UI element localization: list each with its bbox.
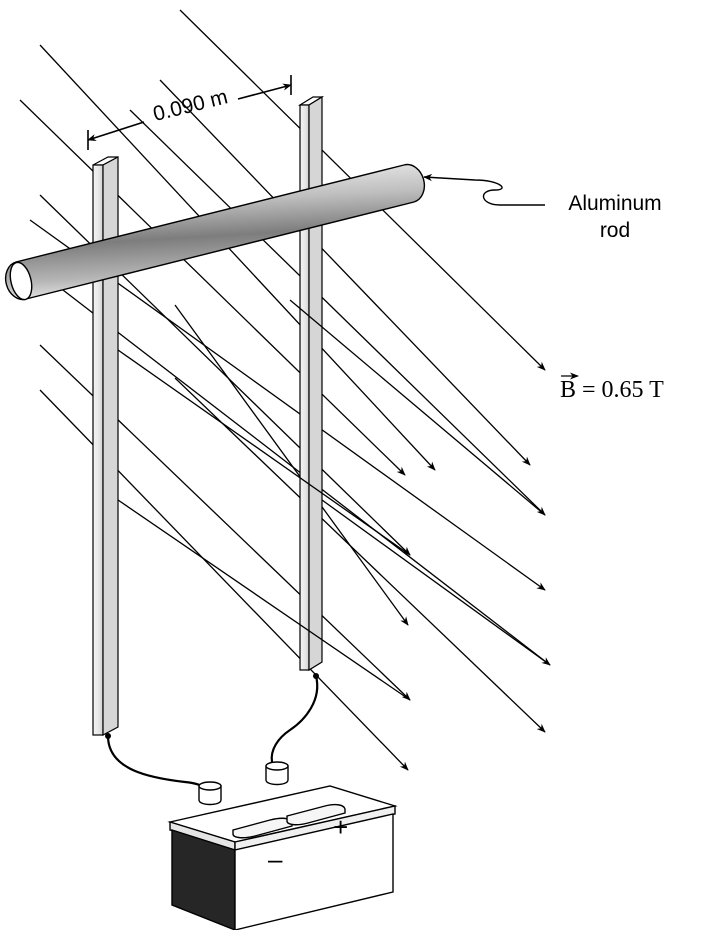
field-symbol: B (560, 377, 576, 403)
field-line (129, 109, 546, 516)
field-line (289, 299, 546, 516)
left-contact (105, 733, 111, 739)
rod-label-line1: Aluminum (568, 192, 661, 215)
svg-text:B = 0.65 T: B = 0.65 T (560, 377, 664, 403)
distance-dimension (87, 75, 292, 150)
right-contact (313, 673, 319, 679)
field-line (321, 499, 551, 666)
right-rail (297, 95, 325, 672)
field-line (19, 99, 406, 476)
field-line (174, 377, 546, 733)
field-label: B = 0.65 T (560, 372, 664, 403)
field-value: = 0.65 T (576, 377, 664, 403)
field-line (117, 349, 411, 556)
battery-icon (167, 761, 398, 930)
rod-callout (423, 173, 545, 206)
aluminum-rod (4, 163, 426, 301)
battery-minus-label: – (268, 844, 283, 874)
field-line (174, 304, 409, 626)
field-line (117, 499, 411, 701)
left-rail (92, 156, 119, 736)
field-line (159, 79, 531, 466)
rod-label-line2: rod (600, 219, 630, 242)
rod-end-cap (9, 261, 33, 301)
distance-label: 0.090 m (151, 85, 230, 126)
battery-plus-label: + (333, 812, 348, 842)
field-line (39, 44, 436, 471)
magnetic-field-lines-front (117, 299, 551, 701)
